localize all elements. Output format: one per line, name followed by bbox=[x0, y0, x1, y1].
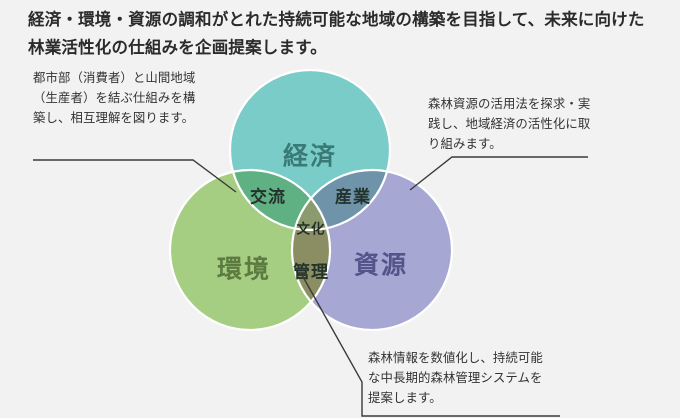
venn-outline-keizai bbox=[228, 68, 392, 232]
leader-line-right bbox=[409, 156, 588, 191]
leader-line-bottom bbox=[301, 274, 560, 417]
venn-label-kankyo: 環境 bbox=[217, 255, 271, 284]
venn-label-koryu: 交流 bbox=[250, 186, 286, 206]
venn-svg: 経済 環境 資源 交流 産業 管理 文化 bbox=[168, 68, 454, 332]
annotation-bottom: 森林情報を数値化し、持続可能な中長期的森林管理システムを提案します。 bbox=[368, 351, 543, 406]
venn-label-keizai: 経済 bbox=[283, 142, 337, 171]
annotation-left: 都市部（消費者）と山間地域（生産者）を結ぶ仕組みを構築し、相互理解を図ります。 bbox=[33, 71, 196, 126]
venn-outline-shigen bbox=[290, 168, 454, 332]
venn-label-shigen: 資源 bbox=[354, 252, 408, 280]
venn-label-bunka: 文化 bbox=[297, 221, 326, 237]
venn-label-kanri: 管理 bbox=[293, 261, 329, 281]
venn-label-sangyo: 産業 bbox=[335, 186, 371, 206]
venn-outline-kankyo bbox=[168, 168, 332, 332]
overlap-koryu bbox=[230, 170, 330, 230]
annotation-right: 森林資源の活用法を探求・実践し、地域経済の活性化に取り組みます。 bbox=[428, 97, 591, 152]
page-title: 経済・環境・資源の調和がとれた持続可能な地域の構築を目指して、未来に向けた林業活… bbox=[28, 11, 645, 58]
overlap-sangyo bbox=[292, 170, 390, 230]
leader-line-left bbox=[33, 159, 237, 193]
venn-diagram: 経済 環境 資源 交流 産業 管理 文化 bbox=[160, 68, 490, 340]
